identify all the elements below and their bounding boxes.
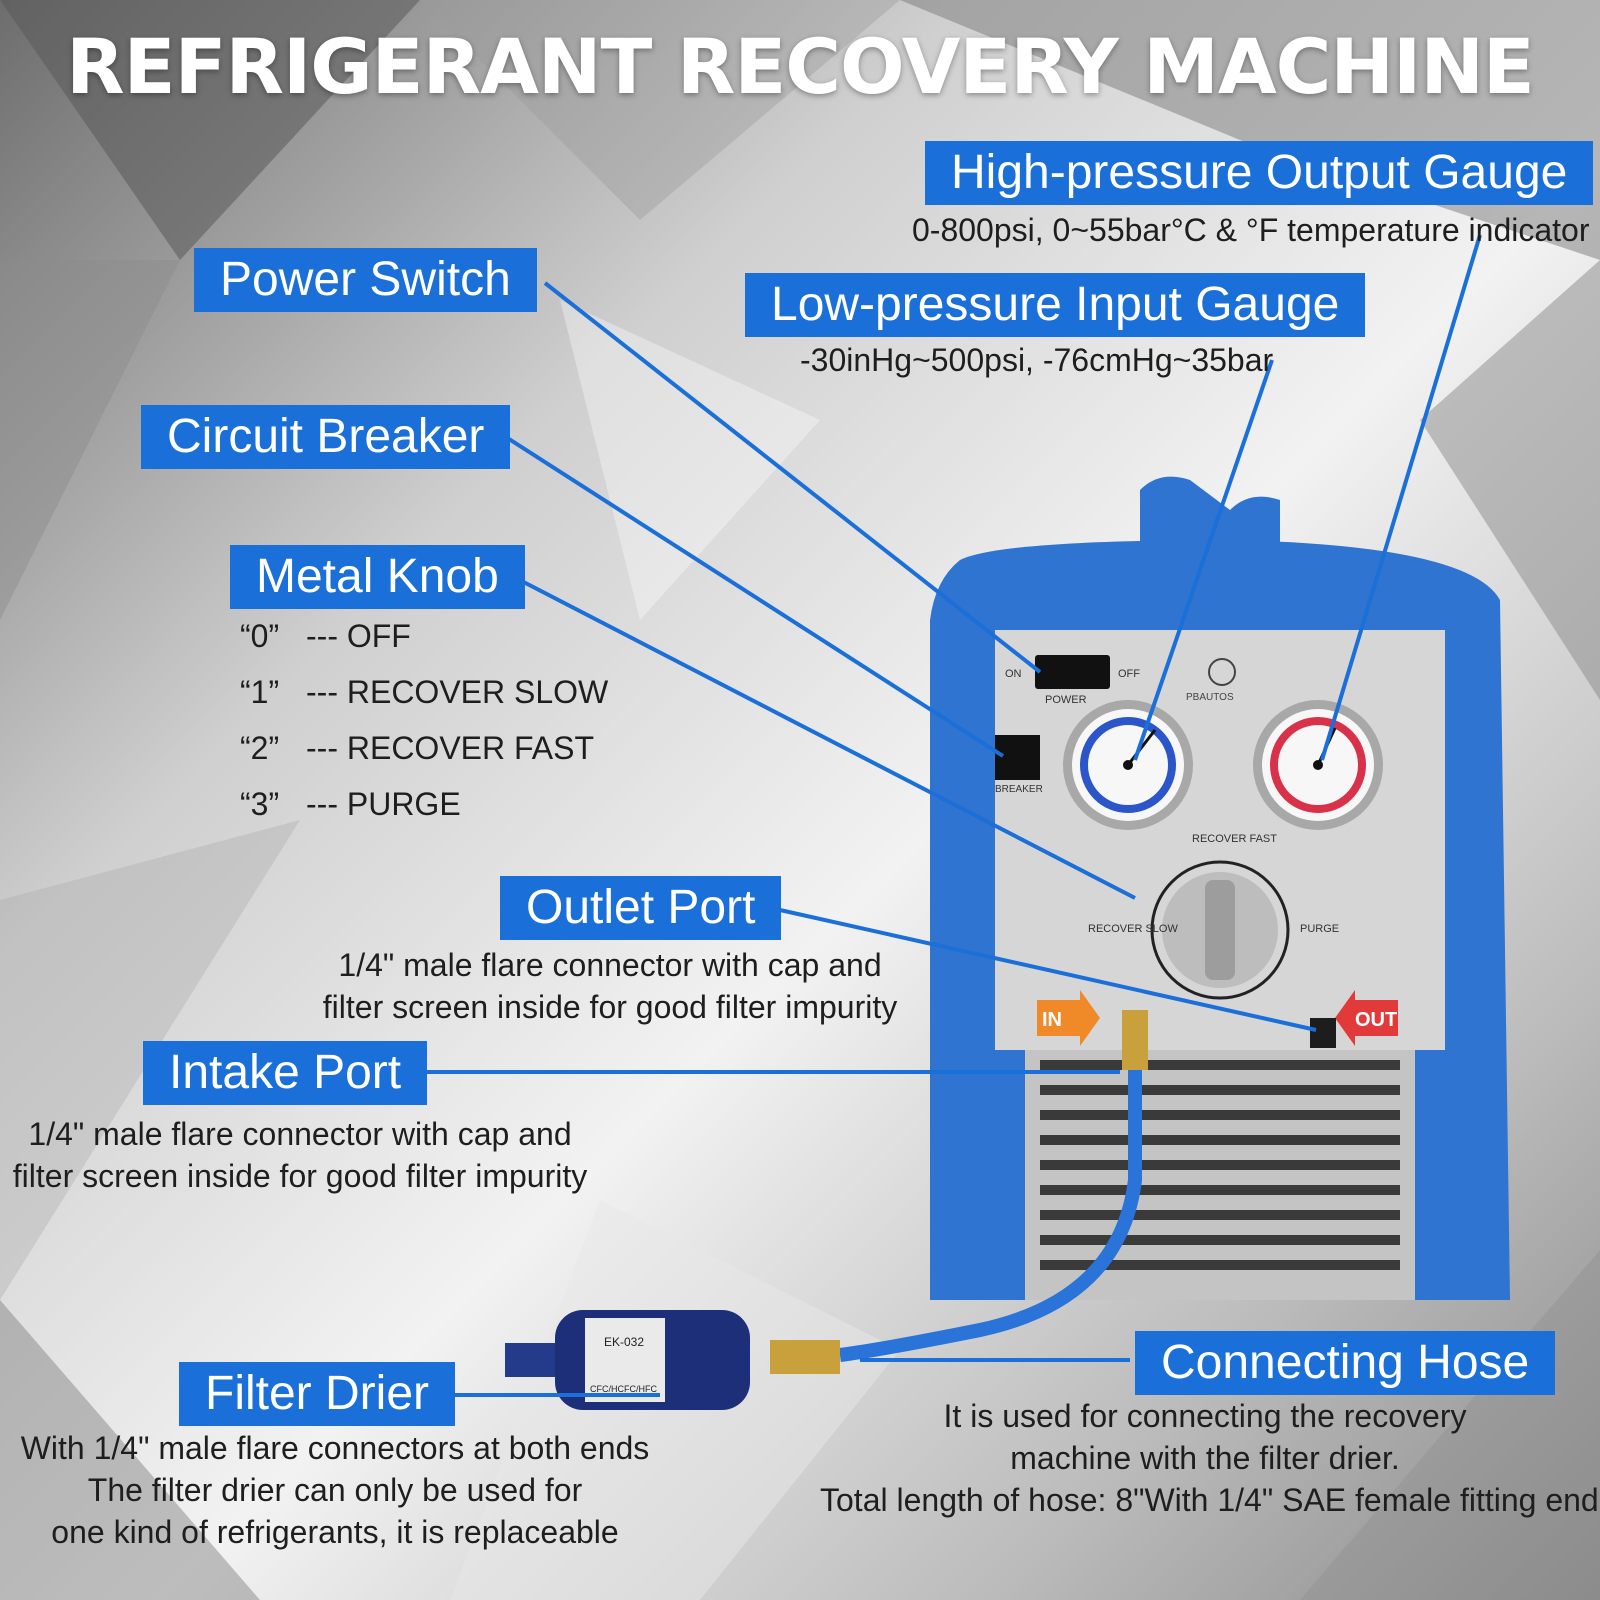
low-pressure-gauge <box>1063 700 1193 830</box>
low-pressure-gauge-label: Low-pressure Input Gauge <box>745 273 1366 337</box>
filter-drier-label: Filter Drier <box>179 1362 455 1426</box>
svg-text:RECOVER SLOW: RECOVER SLOW <box>1088 923 1178 935</box>
connecting-hose-label: Connecting Hose <box>1135 1331 1556 1395</box>
filter-drier-desc-3: one kind of refrigerants, it is replacea… <box>51 1514 619 1550</box>
svg-text:BREAKER: BREAKER <box>995 784 1043 795</box>
hose-fitting <box>770 1340 840 1374</box>
filter-drier-desc-1: With 1/4" male flare connectors at both … <box>20 1430 650 1466</box>
metal-knob-label: Metal Knob <box>230 545 525 609</box>
intake-port-label: Intake Port <box>143 1041 428 1105</box>
svg-text:PBAUTOS: PBAUTOS <box>1186 692 1234 703</box>
knob-mode-0: “0”--- OFF <box>240 618 411 654</box>
circuit-breaker <box>995 735 1040 780</box>
svg-text:RECOVER FAST: RECOVER FAST <box>1192 833 1277 845</box>
svg-text:OUT: OUT <box>1355 1009 1397 1031</box>
power-switch-label: Power Switch <box>194 248 537 312</box>
vent-slots <box>1040 1060 1400 1270</box>
outlet-port-desc-1: 1/4" male flare connector with cap and <box>338 947 882 983</box>
intake-port-fitting <box>1122 1010 1148 1070</box>
metal-knob <box>1150 860 1290 1000</box>
outlet-port-desc-2: filter screen inside for good filter imp… <box>322 989 898 1025</box>
high-pressure-gauge <box>1253 700 1383 830</box>
intake-port-desc-2: filter screen inside for good filter imp… <box>12 1158 588 1194</box>
outlet-port-cap <box>1310 1018 1336 1048</box>
out-arrow <box>1335 990 1398 1046</box>
svg-text:IN: IN <box>1042 1009 1062 1031</box>
svg-text:EK-032: EK-032 <box>604 1335 644 1349</box>
filter-drier-desc-2: The filter drier can only be used for <box>87 1472 583 1508</box>
connecting-hose-desc-3: Total length of hose: 8"With 1/4" SAE fe… <box>820 1482 1599 1518</box>
brand-logo <box>1208 658 1236 686</box>
high-pressure-gauge-desc: 0-800psi, 0~55bar°C & °F temperature ind… <box>912 212 1590 248</box>
svg-text:OFF: OFF <box>1118 668 1140 680</box>
intake-port-desc-1: 1/4" male flare connector with cap and <box>28 1116 572 1152</box>
high-pressure-gauge-label: High-pressure Output Gauge <box>925 141 1594 205</box>
svg-text:POWER: POWER <box>1045 694 1087 706</box>
svg-text:PURGE: PURGE <box>1300 923 1339 935</box>
filter-inlet <box>505 1343 560 1377</box>
connecting-hose-desc-1: It is used for connecting the recovery <box>943 1398 1467 1434</box>
knob-mode-3: “3”--- PURGE <box>240 786 461 822</box>
circuit-breaker-label: Circuit Breaker <box>141 405 511 469</box>
knob-mode-1: “1”--- RECOVER SLOW <box>240 674 609 710</box>
page-title: REFRIGERANT RECOVERY MACHINE <box>66 22 1535 111</box>
in-arrow <box>1037 990 1100 1046</box>
power-switch <box>1035 655 1110 689</box>
connecting-hose-desc-2: machine with the filter drier. <box>1010 1440 1400 1476</box>
svg-text:CFC/HCFC/HFC: CFC/HCFC/HFC <box>590 1384 657 1394</box>
connecting-hose <box>839 1070 1142 1362</box>
knob-mode-2: “2”--- RECOVER FAST <box>240 730 595 766</box>
svg-text:ON: ON <box>1005 668 1022 680</box>
outlet-port-label: Outlet Port <box>500 876 782 940</box>
low-pressure-gauge-desc: -30inHg~500psi, -76cmHg~35bar <box>800 342 1274 378</box>
